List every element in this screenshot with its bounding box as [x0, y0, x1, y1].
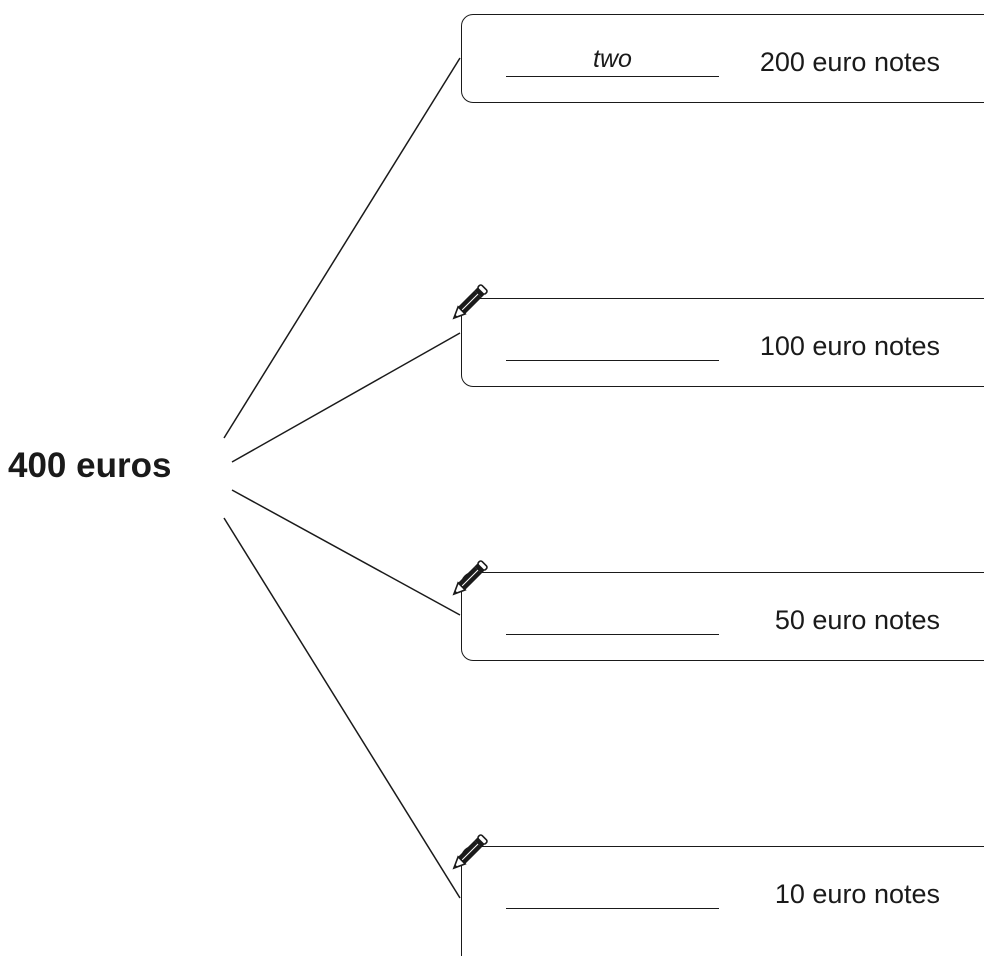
diagram-canvas: 400 euros two 200 euro notes 100 euro no…: [8, 14, 984, 956]
pencil-icon: [452, 834, 488, 870]
note-label-100: 100 euro notes: [759, 331, 940, 361]
answer-box-200: two 200 euro notes: [461, 14, 984, 103]
answer-box-100: 100 euro notes: [461, 298, 984, 387]
source-amount-label: 400 euros: [8, 446, 172, 485]
answer-box-50: 50 euro notes: [461, 572, 984, 661]
connector-lines: [223, 57, 461, 899]
answer-text-200: two: [593, 45, 632, 73]
answer-box-10: 10 euro notes: [461, 846, 984, 956]
note-label-10: 10 euro notes: [774, 879, 940, 909]
note-label-200: 200 euro notes: [759, 47, 940, 77]
connector-line-100: [231, 332, 461, 463]
pencil-icon: [452, 284, 488, 320]
connector-line-10: [223, 517, 461, 899]
connector-line-50: [231, 489, 461, 616]
connector-line-200: [223, 57, 461, 439]
note-label-50: 50 euro notes: [774, 605, 940, 635]
answer-blank-200[interactable]: [506, 76, 719, 77]
pencil-icon: [452, 560, 488, 596]
answer-blank-50[interactable]: [506, 634, 719, 635]
answer-blank-100[interactable]: [506, 360, 719, 361]
answer-blank-10[interactable]: [506, 908, 719, 909]
